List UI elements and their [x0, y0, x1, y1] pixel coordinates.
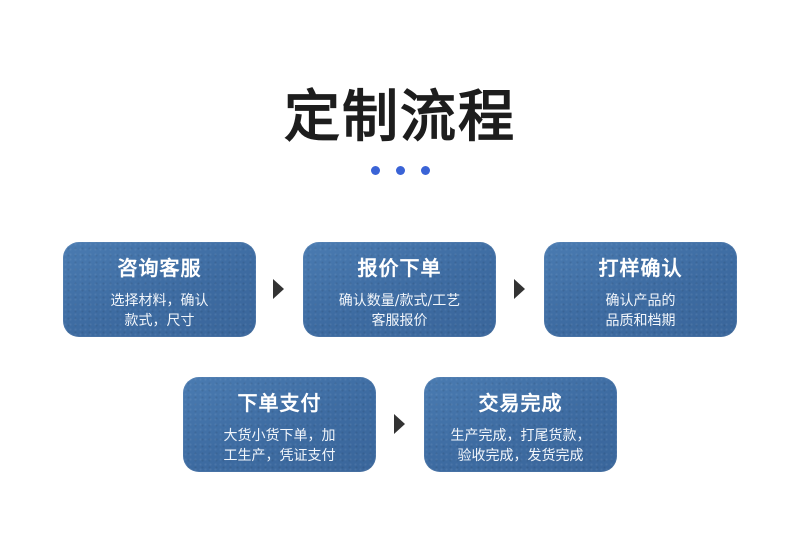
step-desc-line: 品质和档期	[605, 313, 676, 329]
step-description: 确认产品的 品质和档期	[544, 291, 737, 331]
step-title: 交易完成	[478, 391, 563, 415]
step-description: 生产完成，打尾货款， 验收完成，发货完成	[424, 426, 617, 466]
step-title: 打样确认	[598, 256, 683, 280]
step-desc-line: 工生产，凭证支付	[223, 448, 336, 464]
step-desc-line: 验收完成，发货完成	[457, 448, 584, 464]
step-desc-line: 生产完成，打尾货款，	[450, 428, 591, 444]
step-desc-line: 选择材料，确认	[110, 293, 209, 309]
page-title: 定制流程	[284, 85, 516, 150]
step-desc-line: 确认数量/款式/工艺	[338, 293, 461, 309]
step-description: 大货小货下单，加 工生产，凭证支付	[183, 426, 376, 466]
step-card-sample-confirm: 打样确认 确认产品的 品质和档期	[544, 242, 737, 337]
step-title: 咨询客服	[117, 256, 202, 280]
decorative-dots	[0, 166, 800, 175]
step-card-transaction-complete: 交易完成 生产完成，打尾货款， 验收完成，发货完成	[424, 377, 617, 472]
arrow-right-icon	[514, 279, 525, 299]
step-desc-line: 款式，尺寸	[124, 313, 195, 329]
step-description: 确认数量/款式/工艺 客服报价	[303, 291, 496, 331]
step-desc-line: 客服报价	[371, 313, 428, 329]
step-title: 报价下单	[357, 256, 442, 280]
step-card-consult: 咨询客服 选择材料，确认 款式，尺寸	[63, 242, 256, 337]
step-title: 下单支付	[237, 391, 322, 415]
step-desc-line: 大货小货下单，加	[223, 428, 336, 444]
step-description: 选择材料，确认 款式，尺寸	[63, 291, 256, 331]
arrow-right-icon	[394, 414, 405, 434]
arrow-right-icon	[273, 279, 284, 299]
step-desc-line: 确认产品的	[605, 293, 676, 309]
dot-icon	[370, 166, 380, 175]
dot-icon	[395, 166, 405, 175]
step-card-quote-order: 报价下单 确认数量/款式/工艺 客服报价	[303, 242, 496, 337]
dot-icon	[420, 166, 430, 175]
step-card-order-payment: 下单支付 大货小货下单，加 工生产，凭证支付	[183, 377, 376, 472]
